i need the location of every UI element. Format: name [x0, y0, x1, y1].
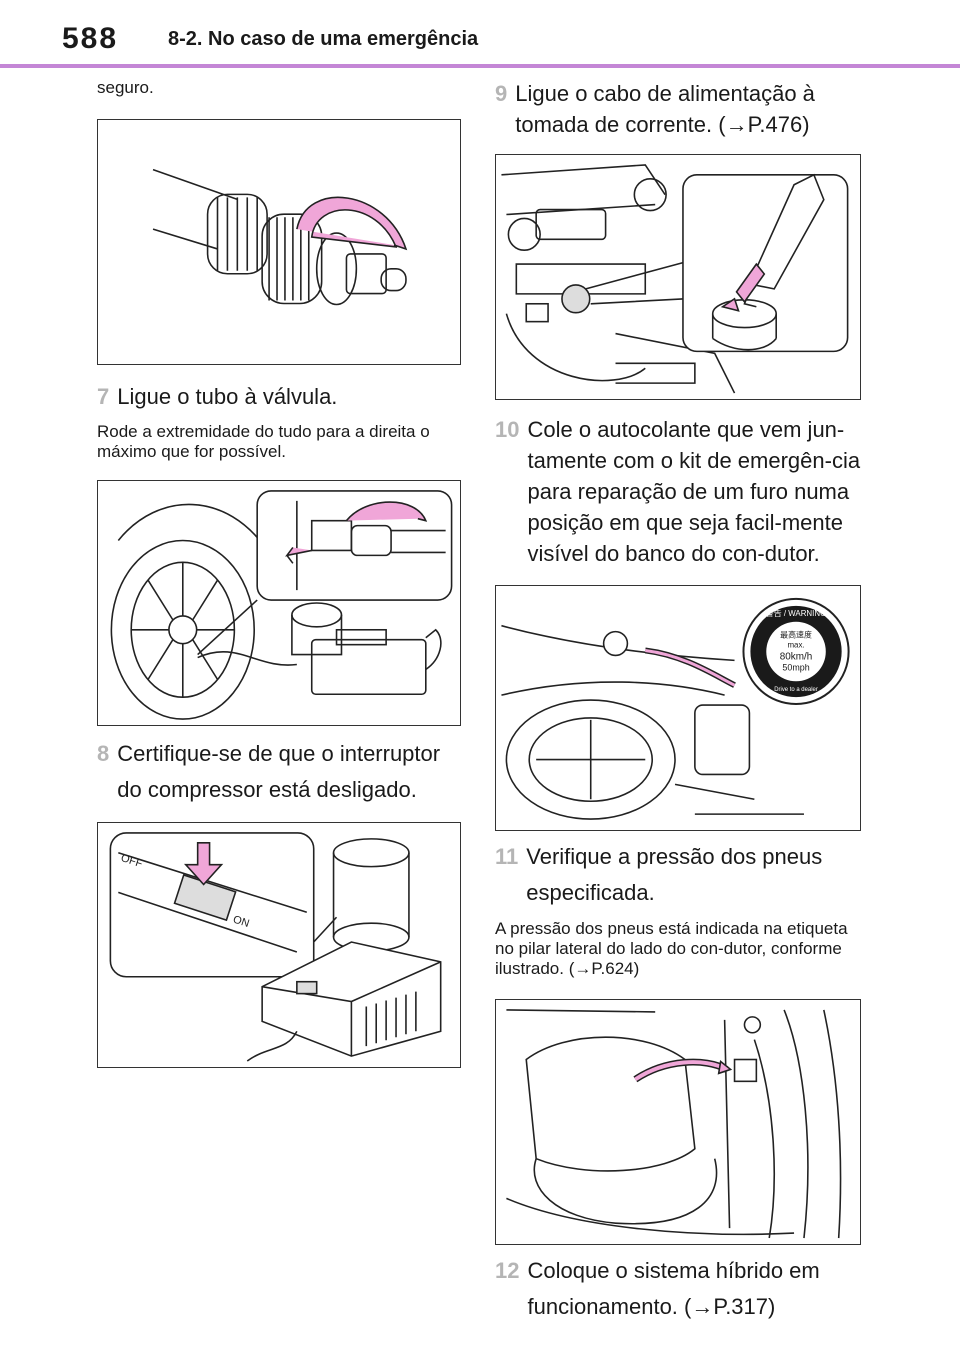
step-10: 10 Cole o autocolante que vem jun-tament…: [495, 414, 861, 569]
step-10-title: Cole o autocolante que vem jun-tamente c…: [527, 417, 861, 566]
header-divider: [0, 64, 960, 68]
intro-text: seguro.: [97, 78, 154, 97]
step-12: 12 Coloque o sistema híbrido em funciona…: [495, 1253, 861, 1325]
sticker-line-4: 50mph: [782, 662, 809, 672]
step-7-title: Ligue o tubo à válvula.: [117, 384, 338, 409]
step-11-note: A pressão dos pneus está indicada na eti…: [495, 919, 848, 978]
compressor-switch-illustration: OFF ON: [97, 822, 461, 1068]
step-9: 9 Ligue o cabo de alimentação à tomada d…: [495, 78, 861, 140]
step-11: 11 Verifique a pressão dos pneus especif…: [495, 839, 861, 911]
step-11-number: 11: [495, 844, 519, 869]
dashboard-sticker-illustration: 警告 / WARNING 最高速度 max. 80km/h 50mph Driv…: [495, 585, 861, 831]
step-9-number: 9: [495, 81, 508, 106]
step-7: 7 Ligue o tubo à válvula.: [97, 381, 461, 412]
step-12-number: 12: [495, 1258, 520, 1283]
sticker-line-1: 最高速度: [780, 630, 812, 640]
step-8-number: 8: [97, 741, 110, 766]
page-number: 588: [62, 22, 119, 55]
sticker-bottom-text: Drive to a dealer: [774, 687, 818, 693]
switch-label-on: ON: [231, 914, 250, 930]
sticker-line-2: max.: [787, 640, 804, 649]
sticker-top-text: 警告 / WARNING: [766, 608, 826, 618]
door-pillar-label-illustration: [495, 999, 861, 1245]
power-socket-illustration: [495, 154, 861, 400]
step-7-note: Rode a extremidade do tudo para a direit…: [97, 422, 430, 461]
step-7-number: 7: [97, 384, 110, 409]
step-8-title: Certifique-se de que o interruptor do co…: [117, 741, 441, 802]
valve-cap-illustration: [97, 119, 461, 365]
tube-to-valve-illustration: [97, 480, 461, 726]
step-12-title: Coloque o sistema híbrido em funcionamen…: [527, 1258, 820, 1319]
step-8: 8 Certifique-se de que o interruptor do …: [97, 736, 461, 808]
step-9-title: Ligue o cabo de alimentação à tomada de …: [515, 81, 815, 137]
section-title: 8-2. No caso de uma emergência: [168, 28, 479, 50]
step-10-number: 10: [495, 417, 520, 442]
page-header: 588 8-2. No caso de uma emergência: [0, 0, 960, 68]
left-column: seguro. 7 Ligue o tubo à válvula. Rode a…: [97, 78, 461, 1068]
right-column: 9 Ligue o cabo de alimentação à tomada d…: [495, 78, 861, 1325]
step-11-title: Verifique a pressão dos pneus especifica…: [526, 844, 823, 905]
sticker-line-3: 80km/h: [780, 651, 813, 662]
